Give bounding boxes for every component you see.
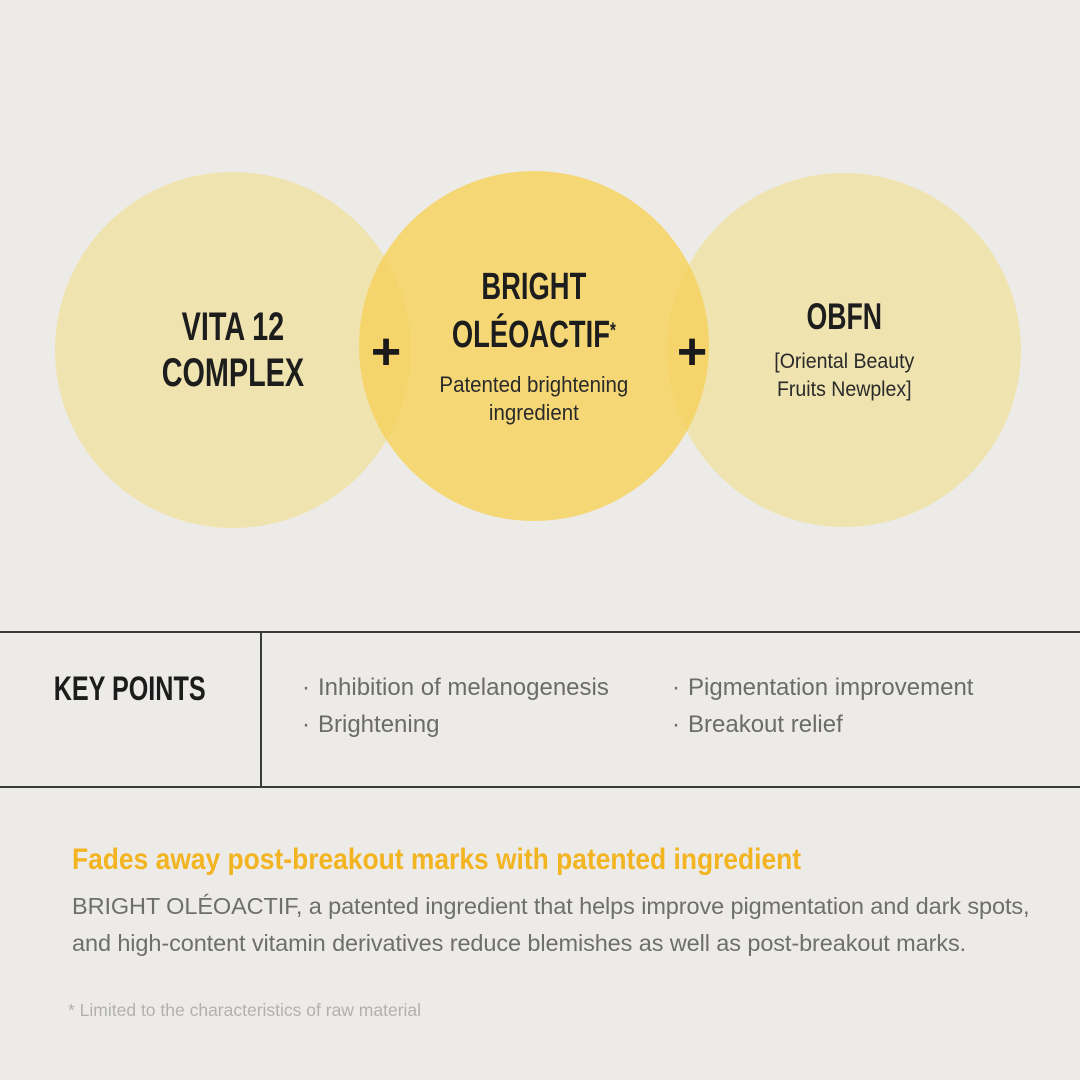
footnote-text: * Limited to the characteristics of raw … xyxy=(68,1000,422,1020)
ingredient-venn-diagram: VITA 12 COMPLEX OBFN [Oriental Beauty Fr… xyxy=(55,171,1021,528)
key-point-text: Inhibition of melanogenesis xyxy=(318,674,609,701)
circle-title-line: OLÉOACTIF* xyxy=(452,309,616,357)
circle-subtitle-line: ingredient xyxy=(489,400,579,425)
circle-obfn-text: OBFN [Oriental Beauty Fruits Newplex] xyxy=(769,296,920,404)
circle-vita-12-text: VITA 12 COMPLEX xyxy=(134,304,332,396)
circle-oleoactif-text: BRIGHT OLÉOACTIF* Patented brightening i… xyxy=(420,265,648,427)
circle-bright-oleoactif: BRIGHT OLÉOACTIF* Patented brightening i… xyxy=(359,171,709,521)
circle-subtitle-line: Patented brightening xyxy=(439,372,629,397)
key-point-item: · Pigmentation improvement xyxy=(672,669,973,706)
circle-title-line: VITA 12 xyxy=(181,305,285,349)
key-point-item: · Inhibition of melanogenesis xyxy=(302,669,672,706)
key-points-column: · Inhibition of melanogenesis · Brightenin… xyxy=(302,669,672,786)
circle-title-line: BRIGHT xyxy=(481,266,587,308)
circle-obfn: OBFN [Oriental Beauty Fruits Newplex] xyxy=(667,173,1021,527)
key-points-list-cell: · Inhibition of melanogenesis · Brightenin… xyxy=(262,633,1080,786)
key-point-item: · Breakout relief xyxy=(672,706,973,743)
description-body-line: BRIGHT OLÉOACTIF, a patented ingredient … xyxy=(72,893,1030,919)
circle-vita-12-complex: VITA 12 COMPLEX xyxy=(55,172,411,528)
bullet-icon: · xyxy=(302,674,310,701)
circle-title-line: OBFN xyxy=(806,296,882,337)
key-points-label: KEY POINTS xyxy=(54,670,206,708)
description-heading: Fades away post-breakout marks with pate… xyxy=(72,843,802,876)
plus-icon: + xyxy=(370,323,402,381)
description-body-line: and high-content vitamin derivatives red… xyxy=(72,930,967,956)
key-points-header-cell: KEY POINTS xyxy=(0,633,262,786)
key-point-text: Brightening xyxy=(318,711,440,738)
key-points-column: · Pigmentation improvement · Breakout reli… xyxy=(672,669,973,786)
plus-icon: + xyxy=(676,323,708,381)
bullet-icon: · xyxy=(302,711,310,738)
key-points-table: KEY POINTS · Inhibition of melanogenesis … xyxy=(0,631,1080,788)
description-body: BRIGHT OLÉOACTIF, a patented ingredient … xyxy=(72,888,1030,962)
circle-subtitle-line: Fruits Newplex] xyxy=(776,378,912,401)
circle-subtitle-line: [Oriental Beauty xyxy=(773,350,915,373)
circle-title-line: COMPLEX xyxy=(161,351,305,395)
bullet-icon: · xyxy=(672,674,680,701)
bullet-icon: · xyxy=(672,711,680,738)
asterisk-mark: * xyxy=(610,319,616,342)
key-point-text: Breakout relief xyxy=(688,711,843,738)
key-point-item: · Brightening xyxy=(302,706,672,743)
key-point-text: Pigmentation improvement xyxy=(688,674,974,701)
circle-title-text: OLÉOACTIF xyxy=(452,314,611,356)
